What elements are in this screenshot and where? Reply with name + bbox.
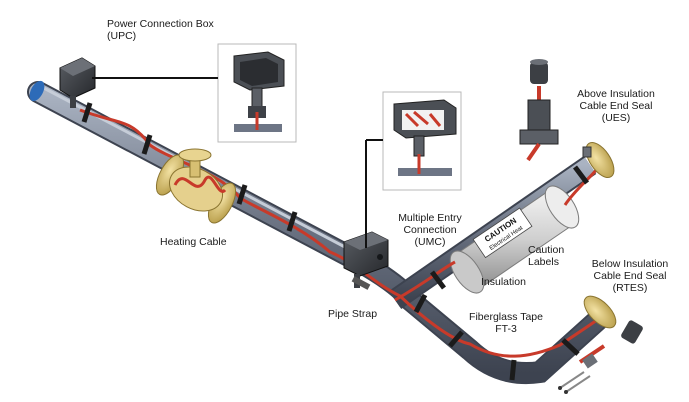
fiberglass-tape-line1: Fiberglass Tape [469,311,543,323]
rtes-label-line2: Cable End Seal [593,270,667,282]
umc-label-line3: (UMC) [414,236,446,248]
rtes-label-line3: (RTES) [612,282,648,294]
ues-label-line3: (UES) [601,112,631,124]
rtes-component [558,320,643,394]
fiberglass-tape-bands [81,102,589,381]
insulation-label: Insulation [481,276,526,288]
rtes-label: Below Insulation Cable End Seal (RTES) [580,258,680,294]
ues-label: Above Insulation Cable End Seal (UES) [566,88,666,124]
callout-leaders [92,77,383,248]
inset-upc-detail [217,43,297,143]
fiberglass-tape-line2: FT-3 [495,323,517,335]
ues-component [519,59,559,162]
inset-umc-detail [382,91,462,191]
caution-labels-line2: Labels [528,256,559,268]
upc-label: Power Connection Box (UPC) [107,18,214,42]
caution-labels-line1: Caution [528,244,565,256]
fiberglass-tape-label: Fiberglass Tape FT-3 [460,311,552,335]
upc-label-line2: (UPC) [107,30,137,42]
umc-label-line2: Connection [403,224,457,236]
pipe-strap-label: Pipe Strap [328,308,378,320]
end-flange-upper [582,142,615,178]
ues-label-line2: Cable End Seal [579,100,653,112]
end-flange-lower [583,295,617,329]
heating-cable-label: Heating Cable [160,236,227,248]
upc-label-line1: Power Connection Box [107,18,214,30]
rtes-label-line1: Below Insulation [591,258,669,270]
ues-label-line1: Above Insulation [577,88,655,100]
umc-label-line1: Multiple Entry [398,212,462,224]
caution-labels-label: Caution Labels [528,244,564,268]
umc-label: Multiple Entry Connection (UMC) [384,212,476,248]
pipe-strap [351,276,371,290]
valve-assembly [155,148,237,224]
upc-box [59,57,96,108]
insulation-jacket [449,185,580,294]
